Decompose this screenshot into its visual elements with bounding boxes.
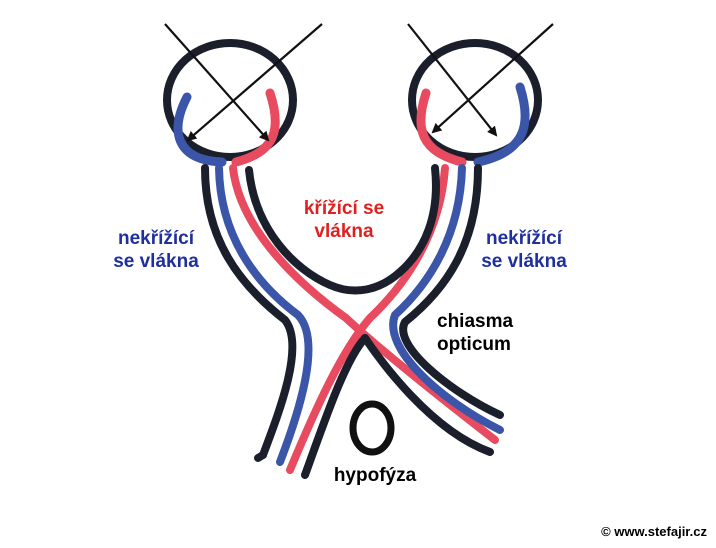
right-tract-inner-outline [361, 334, 494, 456]
hypophysis-shape [349, 400, 395, 456]
chiasma-opticum-label: chiasma opticum [437, 310, 532, 356]
left-tract-inner-outline [301, 334, 369, 479]
right-nerve-blue-fibers [389, 164, 504, 434]
crossing-fibers-label: křížící se vlákna [290, 197, 398, 243]
left-tract-outer-outline [254, 451, 267, 462]
left-nerve-outer-outline [201, 164, 297, 459]
chiasma-line-2: opticum [437, 334, 511, 355]
chiasm-top-inner-outline [245, 164, 440, 295]
right-eye-blue-retina [473, 82, 530, 167]
left-eye-red-retina [231, 88, 280, 167]
left-eye-ray-1 [164, 23, 270, 142]
right-eye-ray-2 [431, 23, 554, 134]
left-uncrossed-fibers-label: nekřížící se vlákna [100, 227, 212, 273]
left-eye [163, 23, 323, 167]
hypophysis-text: hypofýza [333, 465, 417, 486]
right-uncrossed-line-2: se vlákna [481, 251, 567, 272]
right-eye-red-retina [416, 88, 467, 167]
crossing-line-1: křížící se [303, 198, 385, 219]
right-nerve-outer-outline [399, 164, 504, 419]
right-eye-ray-1 [407, 23, 498, 137]
optic-pathways [201, 164, 504, 479]
chiasma-line-1: chiasma [437, 311, 514, 332]
left-nerve-blue-fibers [215, 164, 313, 466]
right-uncrossed-fibers-label: nekřížící se vlákna [468, 227, 580, 273]
hypophysis-label: hypofýza [325, 464, 425, 487]
crossing-line-2: vlákna [314, 221, 374, 242]
left-uncrossed-line-1: nekřížící [117, 228, 195, 249]
right-eye-outline [408, 39, 542, 161]
right-uncrossed-line-1: nekřížící [485, 228, 563, 249]
right-eye [407, 23, 554, 167]
left-eye-ray-2 [186, 23, 323, 142]
left-eye-outline [163, 39, 297, 161]
left-uncrossed-line-2: se vlákna [113, 251, 199, 272]
copyright-notice: © www.stefajir.cz [601, 524, 707, 539]
left-eye-blue-retina [173, 92, 227, 167]
